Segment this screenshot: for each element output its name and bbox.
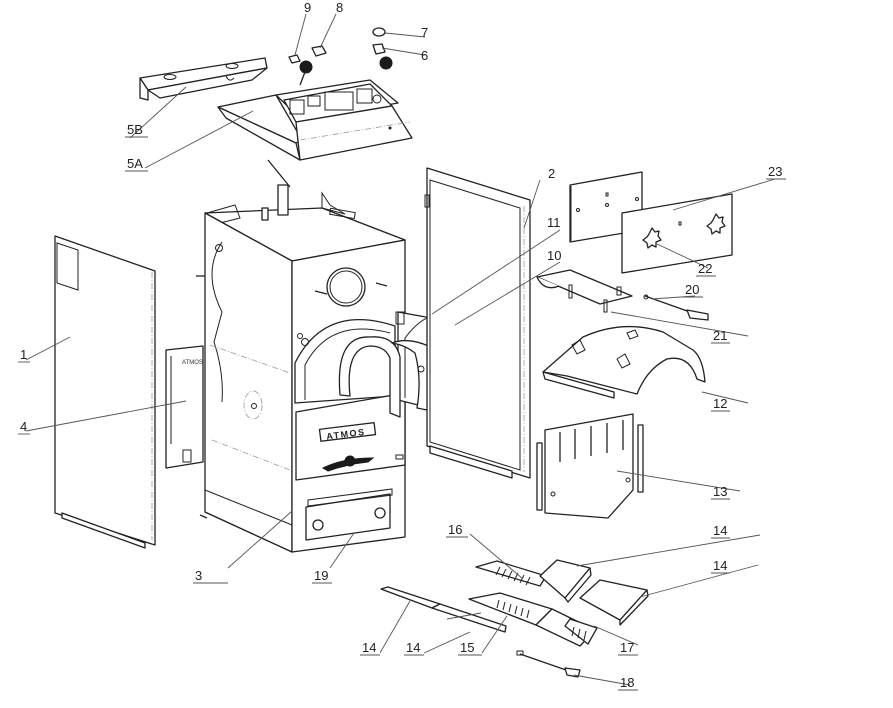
callout-14a: 14 — [713, 523, 727, 538]
brand-label: ATMOS — [326, 427, 366, 442]
callout-15: 15 — [460, 640, 474, 655]
callout-16: 16 — [448, 522, 462, 537]
part-3-boiler-body: ATMOS — [196, 159, 406, 553]
part-18-cleaning-hook — [516, 650, 581, 678]
part-2-right-side-panel — [424, 167, 531, 479]
callout-5a: 5A — [127, 156, 143, 171]
part-4-rear-cover: ATMOS — [165, 345, 204, 469]
part-5a-top-cover — [217, 79, 413, 161]
callout-3: 3 — [195, 568, 202, 583]
part-14-side-piece-a — [380, 586, 507, 633]
part-12-ceramic-arch — [542, 325, 706, 399]
rear-cover-label: ATMOS — [182, 360, 203, 366]
part-6-switch-knob — [372, 43, 393, 70]
part-17-nozzle-rear — [535, 608, 598, 647]
callout-6: 6 — [421, 48, 428, 63]
callout-12: 12 — [713, 396, 727, 411]
callout-21: 21 — [713, 328, 727, 343]
part-5b-rear-top-cover — [139, 57, 268, 101]
callout-10: 10 — [547, 248, 561, 263]
callout-4: 4 — [20, 419, 27, 434]
part-16-nozzle-front — [475, 560, 547, 587]
callout-11: 11 — [547, 215, 561, 230]
callout-17: 17 — [620, 640, 634, 655]
part-13-baffle-plate — [536, 413, 644, 519]
callout-9: 9 — [304, 0, 311, 15]
part-21-flue-damper — [536, 269, 633, 313]
callout-5b: 5B — [127, 122, 143, 137]
part-9-bushing — [288, 54, 301, 64]
callout-labels: 1 2 3 4 5A 5B 6 7 8 9 10 11 12 13 14 14 … — [20, 0, 782, 690]
callout-14c: 14 — [362, 640, 376, 655]
callout-8: 8 — [336, 0, 343, 15]
callout-13: 13 — [713, 484, 727, 499]
part-14-ceramic-block-b — [579, 579, 649, 626]
callout-18: 18 — [620, 675, 634, 690]
callout-20: 20 — [685, 282, 699, 297]
part-19-ash-door — [305, 488, 393, 541]
callout-1: 1 — [20, 347, 27, 362]
callout-2: 2 — [548, 166, 555, 181]
part-14-ceramic-block-a — [539, 559, 592, 603]
part-8-thermostat-knob — [299, 45, 327, 86]
callout-underlines — [18, 136, 786, 691]
part-1-left-side-panel — [54, 235, 156, 549]
callout-23: 23 — [768, 164, 782, 179]
part-23-cover-plate — [621, 193, 733, 274]
callout-7: 7 — [421, 25, 428, 40]
leader-lines — [25, 13, 776, 686]
callout-22: 22 — [698, 261, 712, 276]
callout-14d: 14 — [406, 640, 420, 655]
callout-19: 19 — [314, 568, 328, 583]
callout-14b: 14 — [713, 558, 727, 573]
part-7-cap-nut — [372, 27, 386, 37]
